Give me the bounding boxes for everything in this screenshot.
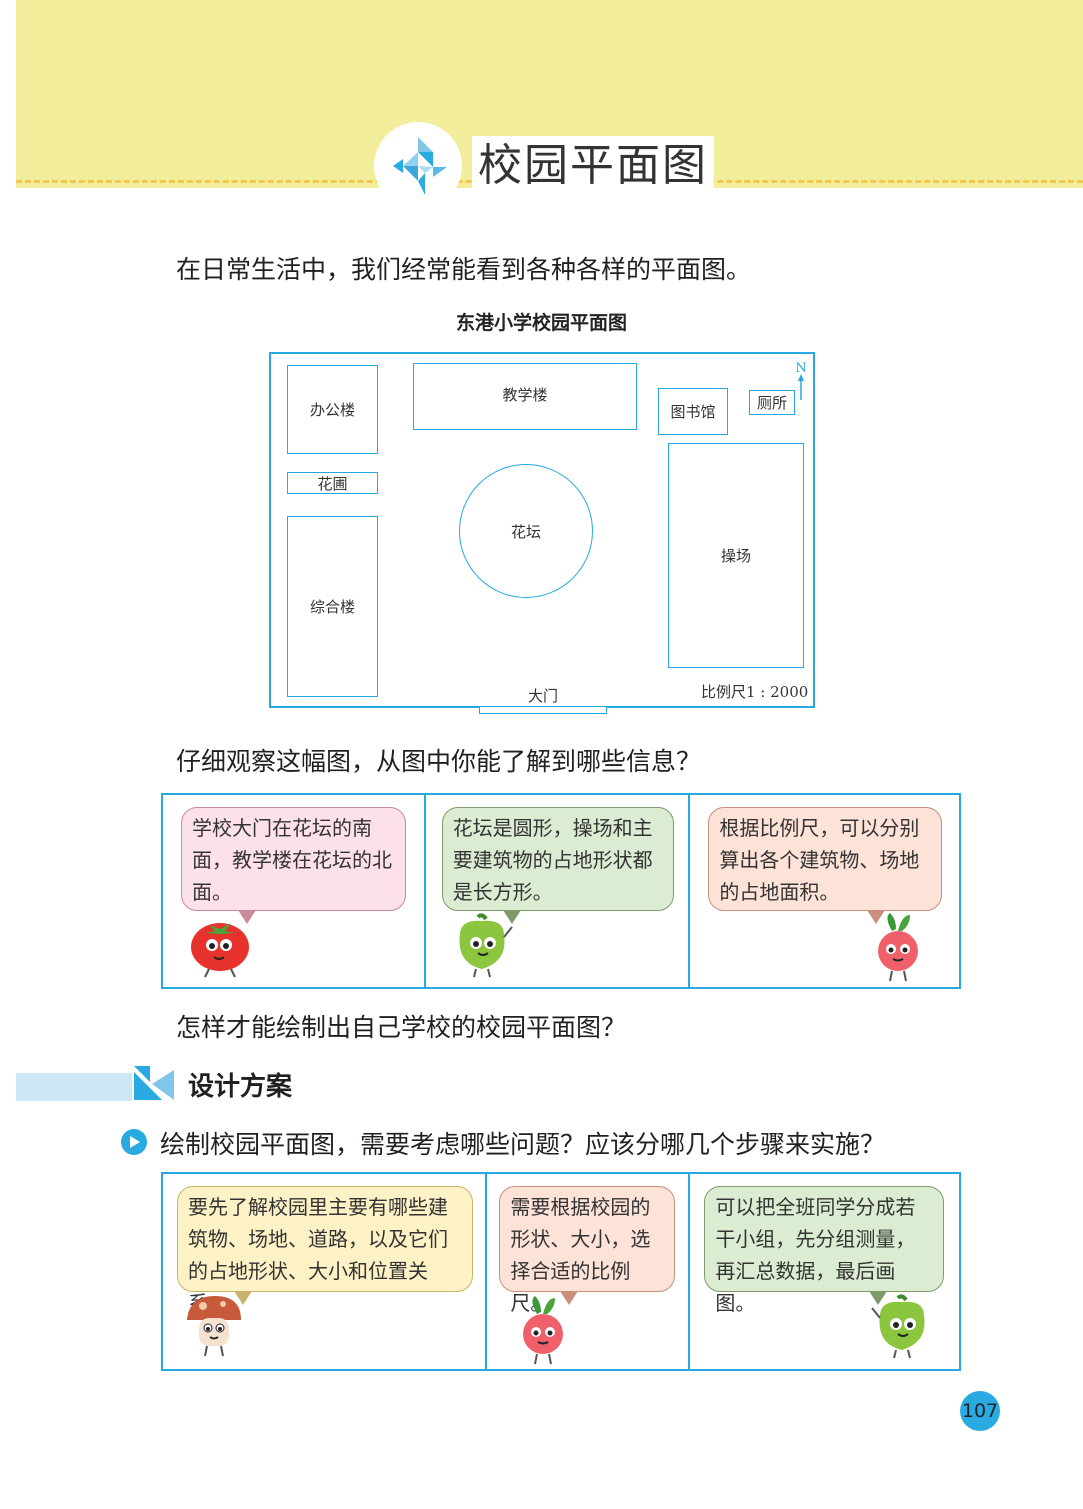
north-arrow-icon: N [793,360,809,400]
speech-bubble: 花坛是圆形，操场和主要建筑物的占地形状都是长方形。 [441,807,674,924]
radish-character-icon [878,913,919,982]
page-title: 校园平面图 [472,136,714,196]
section-bar [16,1073,132,1101]
page-header: 校园平面图 [378,126,714,206]
observation-cell: 学校大门在花坛的南面，教学楼在花坛的北面。 [163,795,424,987]
speech-bubble: 根据比例尺，可以分别算出各个建筑物、场地的占地面积。 [708,807,943,924]
plan-cell: 可以把全班同学分成若干小组，先分组测量，再汇总数据，最后画图。 [688,1174,959,1369]
garden: 花圃 [287,472,378,494]
question-1: 仔细观察这幅图，从图中你能了解到哪些信息？ [176,747,702,776]
scale-label: 比例尺1 : 2000 [701,683,809,701]
speech-bubble: 学校大门在花坛的南面，教学楼在花坛的北面。 [181,807,406,924]
speech-bubble: 需要根据校园的形状、大小，选择合适的比例尺。 [499,1186,676,1315]
page-number: 107 [960,1391,1000,1431]
map-title: 东港小学校园平面图 [455,312,627,334]
gate-label: 大门 [528,687,559,705]
plan-cell: 需要根据校园的形状、大小，选择合适的比例尺。 [485,1174,688,1369]
observation-cell: 花坛是圆形，操场和主要建筑物的占地形状都是长方形。 [423,795,689,987]
north-label: N [795,361,806,376]
pepper-character-icon [459,913,513,978]
radish-character-icon [523,1296,564,1365]
flowerbed: 花坛 [459,464,593,598]
campus-map: 办公楼 教学楼 图书馆 厕所 花圃 花坛 操场 综合楼 大门 比例尺1 : 20… [269,352,815,714]
tangram-icon [378,126,458,206]
tomato-character-icon [191,923,249,978]
section-title: 设计方案 [188,1072,293,1102]
play-bullet-icon [121,1129,147,1155]
speech-bubble: 要先了解校园里主要有哪些建筑物、场地、道路，以及它们的占地形状、大小和位置关系。 [177,1186,473,1315]
toilet: 厕所 [749,390,795,415]
section-triangle-icon [134,1066,174,1100]
mushroom-character-icon [187,1296,241,1357]
pepper-character-icon [871,1294,925,1359]
observation-cell: 根据比例尺，可以分别算出各个建筑物、场地的占地面积。 [688,795,959,987]
complex-building: 综合楼 [287,516,378,697]
question-2: 怎样才能绘制出自己学校的校园平面图？ [176,1013,627,1042]
teaching-building: 教学楼 [413,363,637,430]
library: 图书馆 [658,388,728,435]
gate [479,706,607,714]
observation-panel: 学校大门在花坛的南面，教学楼在花坛的北面。 花坛是圆形，操场和主要建筑物的占地形… [161,793,961,989]
question-3: 绘制校园平面图，需要考虑哪些问题？应该分哪几个步骤来实施？ [160,1130,886,1159]
intro-text: 在日常生活中，我们经常能看到各种各样的平面图。 [176,255,752,284]
office-building: 办公楼 [287,365,378,454]
plan-cell: 要先了解校园里主要有哪些建筑物、场地、道路，以及它们的占地形状、大小和位置关系。 [163,1174,485,1369]
playground: 操场 [668,443,804,668]
speech-bubble: 可以把全班同学分成若干小组，先分组测量，再汇总数据，最后画图。 [704,1186,945,1315]
plan-panel: 要先了解校园里主要有哪些建筑物、场地、道路，以及它们的占地形状、大小和位置关系。… [161,1172,961,1371]
